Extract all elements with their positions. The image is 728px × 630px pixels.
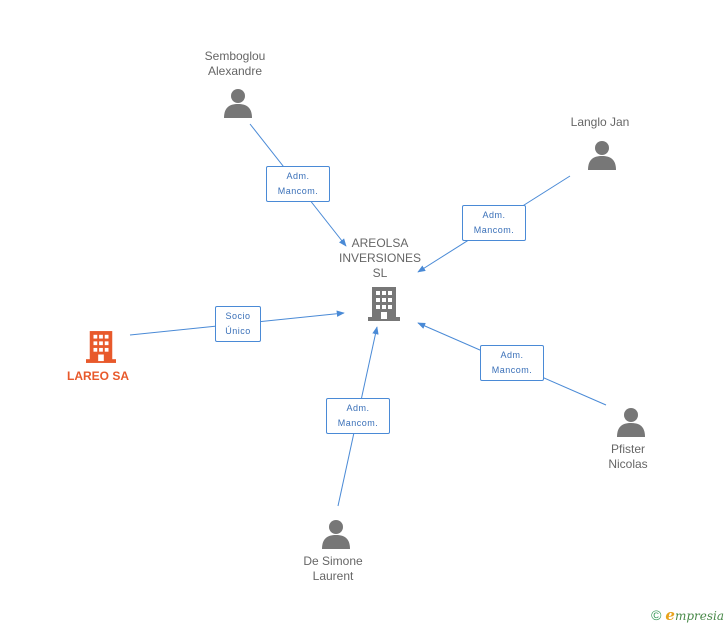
person-label-pfister[interactable]: Pfister Nicolas <box>608 442 648 471</box>
edge-label-semboglou[interactable]: Adm. Mancom. <box>266 166 330 202</box>
building-icon[interactable] <box>368 287 400 321</box>
copyright-symbol: © <box>651 607 662 623</box>
company-label-areolsa[interactable]: AREOLSA INVERSIONES SL <box>338 236 422 280</box>
edge-label-desimone[interactable]: Adm. Mancom. <box>326 398 390 434</box>
edge-label-langlo[interactable]: Adm. Mancom. <box>462 205 526 241</box>
person-icon[interactable] <box>617 407 645 437</box>
edge-label-lareo[interactable]: Socio Único <box>215 306 261 342</box>
footer-brand[interactable]: © empresia <box>651 606 724 624</box>
person-icon[interactable] <box>322 519 350 549</box>
person-icon[interactable] <box>588 140 616 170</box>
building-icon[interactable] <box>86 330 116 364</box>
person-label-desimone[interactable]: De Simone Laurent <box>303 554 363 583</box>
company-label-lareo[interactable]: LAREO SA <box>66 369 129 383</box>
person-label-langlo[interactable]: Langlo Jan <box>570 115 630 129</box>
brand-logo[interactable]: empresia <box>665 606 724 624</box>
person-label-semboglou[interactable]: Semboglou Alexandre <box>204 49 266 78</box>
edge-label-pfister[interactable]: Adm. Mancom. <box>480 345 544 381</box>
person-icon[interactable] <box>224 88 252 118</box>
